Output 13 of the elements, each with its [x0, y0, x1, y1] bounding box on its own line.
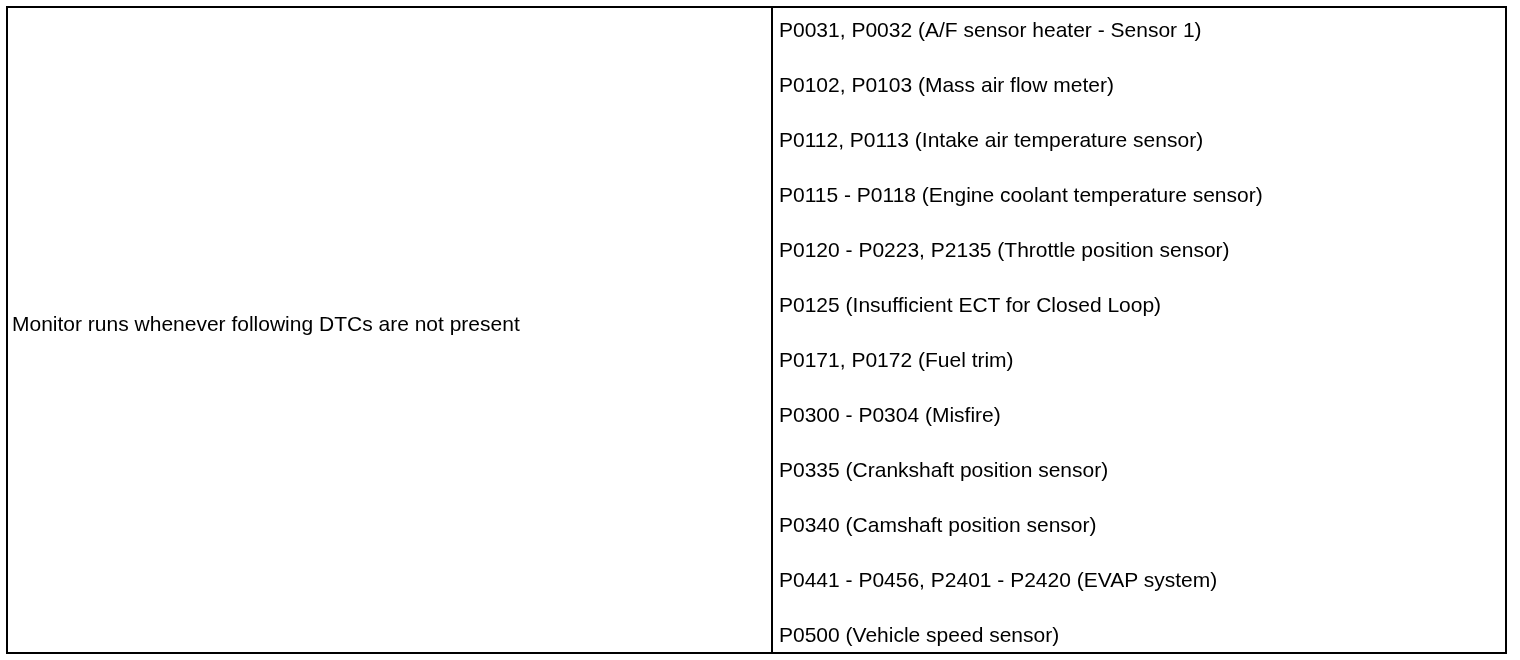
condition-text: Monitor runs whenever following DTCs are not present	[12, 311, 520, 337]
dtc-entry-text: P0340 (Camshaft position sensor)	[779, 512, 1097, 538]
dtc-entry-text: P0031, P0032 (A/F sensor heater - Sensor 1)	[779, 17, 1202, 43]
dtc-entry-text: P0171, P0172 (Fuel trim)	[779, 347, 1014, 373]
dtc-entry-text: P0441 - P0456, P2401 - P2420 (EVAP system)	[779, 567, 1218, 593]
dtc-entry-text: P0125 (Insufficient ECT for Closed Loop)	[779, 292, 1162, 318]
dtc-entry-text: P0102, P0103 (Mass air flow meter)	[779, 72, 1114, 98]
dtc-entry-text: P0300 - P0304 (Misfire)	[779, 402, 1001, 428]
dtc-entry-text: P0335 (Crankshaft position sensor)	[779, 457, 1109, 483]
dtc-entry-text: P0120 - P0223, P2135 (Throttle position sensor)	[779, 237, 1230, 263]
dtc-entry-text: P0115 - P0118 (Engine coolant temperature sensor)	[779, 182, 1263, 208]
dtc-entry-text: P0500 (Vehicle speed sensor)	[779, 622, 1060, 648]
dtc-entry-text: P0112, P0113 (Intake air temperature sensor)	[779, 127, 1204, 153]
